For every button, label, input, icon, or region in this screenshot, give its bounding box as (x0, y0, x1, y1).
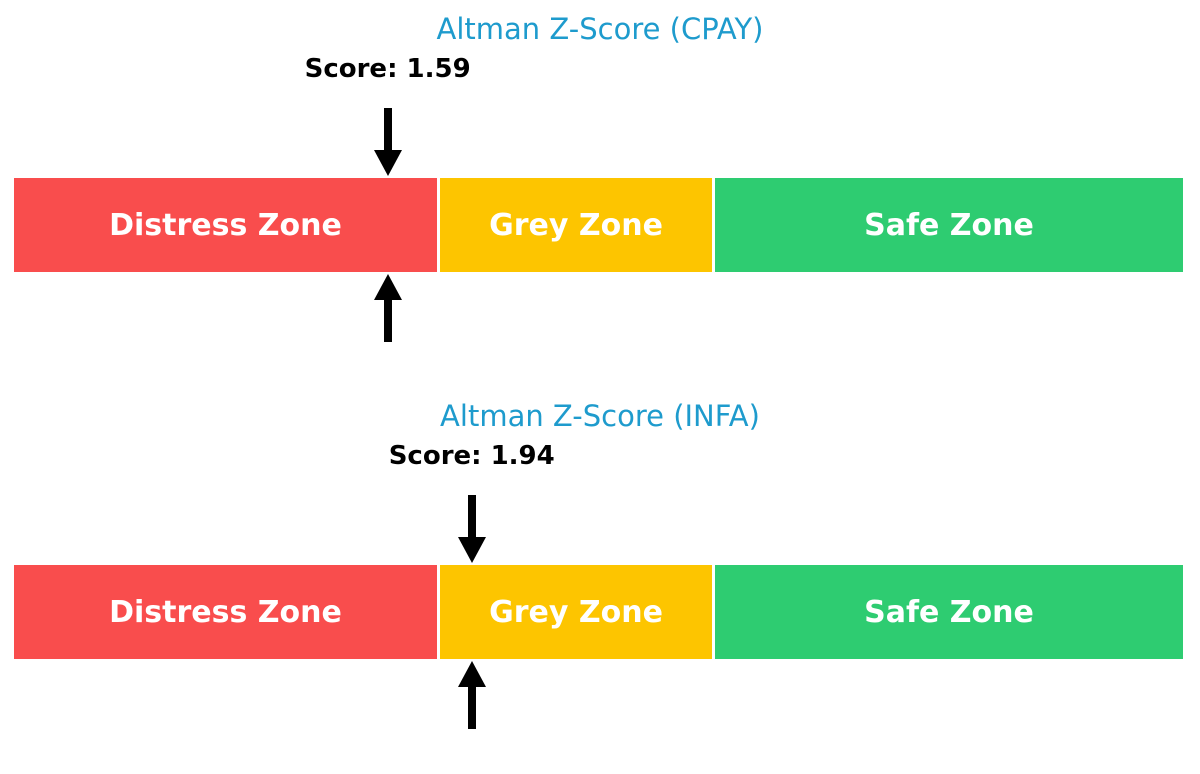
zone-bar: Distress Zone Grey Zone Safe Zone (14, 178, 1183, 272)
zscore-chart-infa: Altman Z-Score (INFA) Score: 1.94 Distre… (0, 387, 1200, 774)
chart-title: Altman Z-Score (INFA) (440, 399, 760, 433)
chart-title: Altman Z-Score (CPAY) (436, 12, 764, 46)
safe-zone-label: Safe Zone (864, 207, 1034, 243)
zscore-chart-cpay: Altman Z-Score (CPAY) Score: 1.59 Distre… (14, 12, 1183, 342)
score-marker-arrow-down-icon (373, 108, 402, 176)
grey-zone-label: Grey Zone (489, 594, 663, 630)
distress-zone-segment: Distress Zone (14, 565, 437, 659)
grey-zone-segment: Grey Zone (440, 565, 712, 659)
score-marker-arrow-down-icon (457, 495, 486, 563)
score-marker-arrow-up-icon (457, 661, 486, 729)
distress-zone-label: Distress Zone (109, 594, 342, 630)
score-value-label: Score: 1.94 (388, 441, 555, 471)
distress-zone-label: Distress Zone (109, 207, 342, 243)
score-marker-arrow-up-icon (373, 274, 402, 342)
grey-zone-segment: Grey Zone (440, 178, 712, 272)
distress-zone-segment: Distress Zone (14, 178, 437, 272)
grey-zone-label: Grey Zone (489, 207, 663, 243)
score-value-label: Score: 1.59 (304, 54, 471, 84)
safe-zone-segment: Safe Zone (715, 565, 1183, 659)
zone-bar: Distress Zone Grey Zone Safe Zone (14, 565, 1183, 659)
safe-zone-segment: Safe Zone (715, 178, 1183, 272)
safe-zone-label: Safe Zone (864, 594, 1034, 630)
